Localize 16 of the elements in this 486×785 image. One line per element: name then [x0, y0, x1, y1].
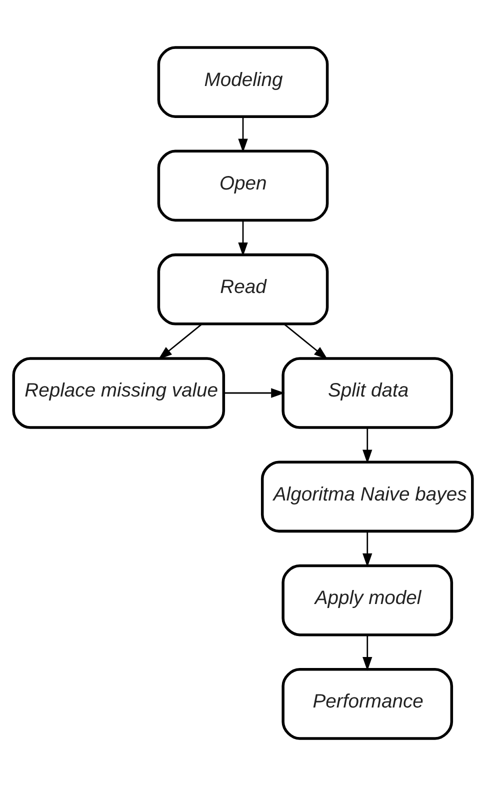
node-box: Read	[157, 252, 329, 325]
arrow	[158, 323, 202, 359]
node-box: Apply model	[282, 564, 454, 636]
arrow	[362, 427, 372, 464]
node-box: Modeling	[157, 46, 329, 118]
arrow	[284, 323, 328, 359]
node-box: Performance	[282, 668, 454, 740]
node-box: Split data	[282, 356, 454, 428]
arrow	[362, 531, 372, 567]
arrow	[238, 116, 248, 152]
node-box: Open	[157, 149, 329, 222]
arrow	[238, 220, 248, 256]
arrow	[362, 634, 372, 670]
arrow	[224, 388, 285, 398]
node-box: Replace missing value	[12, 356, 226, 428]
node-box: Algoritma Naive bayes	[260, 460, 474, 532]
